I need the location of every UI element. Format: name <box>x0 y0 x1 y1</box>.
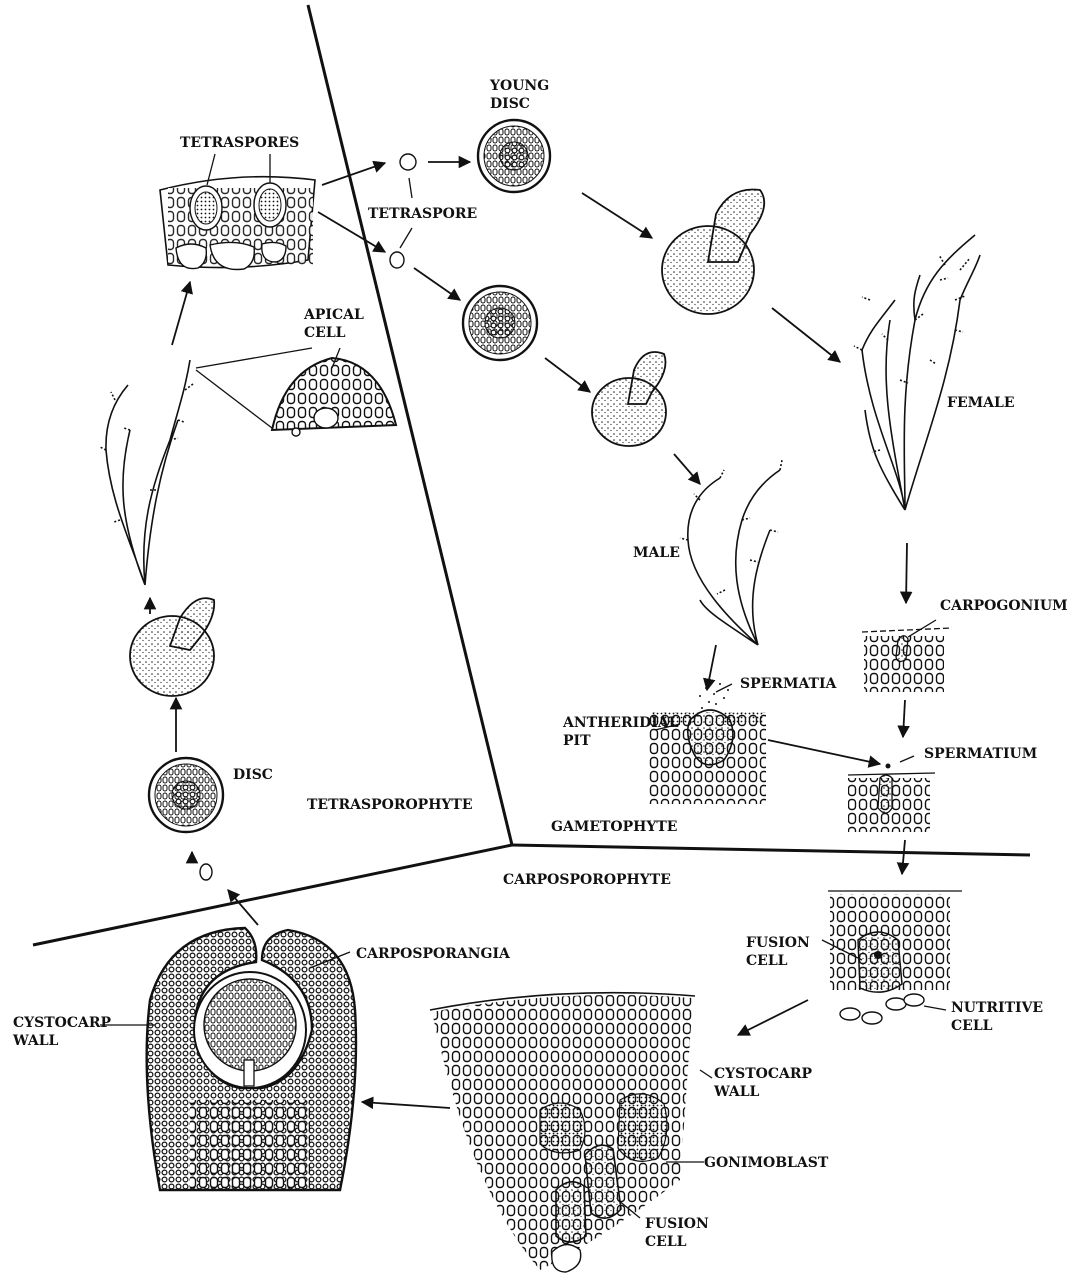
arrow-disc-to-male-germling <box>545 358 590 392</box>
young-disc-label-line2: DISC <box>490 96 530 112</box>
antheridial-pit-drawing <box>648 683 766 804</box>
antheridial-pit-label-line2: PIT <box>563 733 591 749</box>
apical-cell-label-line1: APICAL <box>303 307 364 323</box>
fusion-cell-bottom-label-line2: CELL <box>645 1234 687 1250</box>
carposporophyte-label: CARPOSPOROPHYTE <box>503 872 671 888</box>
apical-cell-label-line2: CELL <box>304 325 346 341</box>
carposporangia-label: CARPOSPORANGIA <box>356 946 511 962</box>
tetrasporophyte-thallus-drawing <box>100 360 193 585</box>
tetraspore-bottom-drawing <box>390 252 404 268</box>
tetrasporophyte-germling-drawing <box>130 598 214 696</box>
cystocarp-wall-right-label-line1: CYSTOCARP <box>714 1066 813 1082</box>
spermatium-label: SPERMATIUM <box>924 746 1037 762</box>
spermatia-label: SPERMATIA <box>740 676 838 692</box>
nutritive-cell-label-line1: NUTRITIVE <box>951 1000 1043 1016</box>
carpospore-drawing <box>200 864 212 880</box>
male-label: MALE <box>633 545 680 561</box>
spermatia-leader <box>716 684 732 692</box>
tetraspore-top-drawing <box>400 154 416 170</box>
female-thallus-drawing <box>854 235 980 510</box>
arrow-fusion-to-gonimoblast <box>738 1000 808 1035</box>
spermatium-leader <box>900 756 914 762</box>
carpogonium-leader <box>908 620 936 637</box>
fusion-cell-top-label-line2: CELL <box>746 953 788 969</box>
cystocarp-wall-right-leader <box>700 1070 712 1078</box>
tetraspores-label: TETRASPORES <box>180 135 299 151</box>
tetrasporophyte-label: TETRASPOROPHYTE <box>307 797 473 813</box>
cystocarp-wall-right-label-line2: WALL <box>713 1084 760 1100</box>
arrow-to-tetraspore-top <box>322 163 385 185</box>
arrow-carpogonium-to-fertilization <box>903 700 905 737</box>
arrow-cystocarp-to-carpospore <box>228 890 258 925</box>
apical-cell-drawing <box>272 358 396 436</box>
arrow-tetrasporophyte-to-tetraspores <box>172 282 190 345</box>
carpogonium-label: CARPOGONIUM <box>940 598 1068 614</box>
disc-drawing <box>149 758 223 832</box>
male-germling-drawing <box>592 352 666 446</box>
fertilization-drawing <box>848 764 935 833</box>
tetraspore-leader-bottom <box>400 228 412 248</box>
fusion-cell-top-label-line1: FUSION <box>746 935 810 951</box>
fusion-cell-section-drawing <box>828 891 962 1024</box>
apical-cell-leader-to-thallus <box>196 348 312 368</box>
gonimoblast-label: GONIMOBLAST <box>704 1155 829 1171</box>
cystocarp-drawing <box>147 928 356 1190</box>
arrow-spermatia-to-carpogonium <box>768 740 880 764</box>
male-thallus-drawing <box>680 460 782 645</box>
arrow-male-to-antheridial-pit <box>707 645 716 690</box>
female-label: FEMALE <box>947 395 1014 411</box>
arrow-to-second-disc <box>414 268 460 300</box>
apical-cell-leader-lower <box>196 370 272 428</box>
tetraspore-leader-top <box>409 178 412 198</box>
gametophyte-label: GAMETOPHYTE <box>551 819 677 835</box>
fusion-cell-bottom-label-line1: FUSION <box>645 1216 709 1232</box>
tetraspore-label: TETRASPORE <box>368 206 477 222</box>
arrow-germling-to-male <box>674 454 700 484</box>
male-path-disc-drawing <box>463 286 537 360</box>
carpogonium-drawing <box>862 628 952 692</box>
arrow-germling-to-female <box>772 308 840 362</box>
young-disc-drawing <box>478 120 550 192</box>
nutritive-cell-label-line2: CELL <box>951 1018 993 1034</box>
young-disc-label-line1: YOUNG <box>489 78 549 94</box>
female-germling-drawing <box>662 190 764 315</box>
arrow-gonimoblast-to-cystocarp <box>362 1102 450 1108</box>
nutritive-cell-leader <box>924 1006 946 1010</box>
tetraspores-section-drawing <box>160 177 315 270</box>
arrow-young-disc-to-germling <box>582 193 652 238</box>
cystocarp-wall-left-label-line1: CYSTOCARP <box>13 1015 112 1031</box>
cystocarp-wall-left-label-line2: WALL <box>12 1033 59 1049</box>
arrow-fertilization-to-fusion <box>902 840 905 874</box>
arrow-female-to-carpogonium <box>906 543 907 603</box>
disc-label: DISC <box>233 767 273 783</box>
